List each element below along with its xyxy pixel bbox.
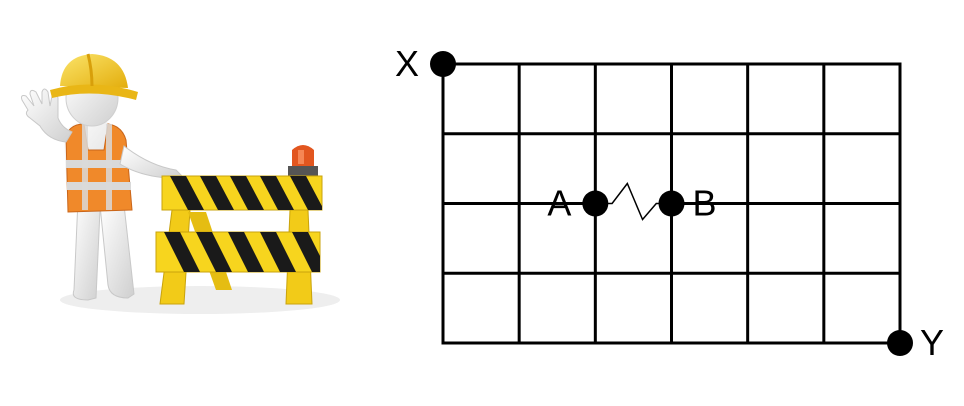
point-label-X: X xyxy=(395,43,419,84)
point-A xyxy=(582,190,609,217)
point-Y xyxy=(887,330,913,356)
barrier-icon xyxy=(155,145,323,305)
point-X xyxy=(430,51,456,77)
point-B xyxy=(658,190,685,217)
construction-worker-icon xyxy=(21,53,340,314)
point-label-A: A xyxy=(547,183,571,224)
safety-vest xyxy=(65,123,133,213)
grid-points: X Y A B xyxy=(395,43,944,363)
point-label-Y: Y xyxy=(920,322,944,363)
hard-hat xyxy=(50,53,138,100)
point-label-B: B xyxy=(692,183,716,224)
warning-light-icon xyxy=(288,145,318,176)
